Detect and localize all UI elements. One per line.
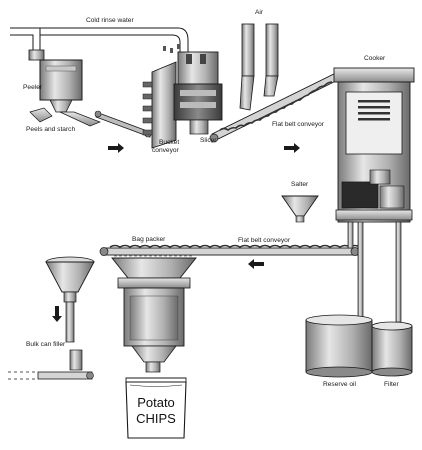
label-peels-and-starch: Peels and starch bbox=[26, 126, 75, 133]
filter-tank bbox=[371, 321, 413, 377]
bucket-conveyor bbox=[142, 61, 177, 149]
label-flat-belt-conveyor-bottom: Flat belt conveyor bbox=[238, 237, 291, 244]
label-bulk-can-filler: Bulk can filler bbox=[26, 341, 66, 348]
flow-arrow-icon bbox=[284, 143, 300, 153]
slicer bbox=[173, 51, 223, 135]
label-salter: Salter bbox=[291, 181, 309, 188]
peeler-outlet-conveyor bbox=[94, 110, 152, 138]
flow-arrow-icon bbox=[52, 306, 62, 322]
label-peeler: Peeler bbox=[23, 84, 43, 91]
label-bag-packer: Bag packer bbox=[132, 236, 166, 243]
label-reserve-oil: Reserve oil bbox=[323, 381, 357, 388]
bag-packer bbox=[111, 255, 197, 373]
flow-arrow-icon bbox=[108, 143, 124, 153]
label-slicer: Slicer bbox=[200, 137, 217, 144]
cold-rinse-water-pipe bbox=[10, 27, 189, 56]
bulk-can-filler bbox=[8, 256, 95, 380]
peeler bbox=[28, 49, 101, 127]
bag-text-chips: CHIPS bbox=[136, 411, 176, 426]
label-cooker: Cooker bbox=[364, 55, 386, 62]
salter bbox=[281, 195, 319, 223]
potato-chips-bag bbox=[125, 377, 187, 439]
cooker-oil-lines bbox=[347, 221, 402, 323]
flow-arrow-icon bbox=[248, 259, 264, 269]
bag-text-potato: Potato bbox=[137, 395, 175, 410]
rinse-water-drops bbox=[163, 44, 180, 53]
label-cold-rinse-water: Cold rinse water bbox=[86, 17, 134, 24]
label-flat-belt-conveyor-top: Flat belt conveyor bbox=[272, 121, 325, 128]
cooker bbox=[333, 67, 415, 223]
label-air: Air bbox=[255, 9, 264, 16]
label-bucket-conveyor-line2: conveyor bbox=[152, 147, 180, 154]
flat-belt-conveyor-bottom bbox=[99, 244, 361, 256]
reserve-oil-tank bbox=[305, 314, 373, 378]
label-bucket-conveyor-line1: Bucket bbox=[159, 139, 179, 146]
label-filter: Filter bbox=[384, 381, 399, 388]
air-ducts bbox=[239, 23, 279, 111]
